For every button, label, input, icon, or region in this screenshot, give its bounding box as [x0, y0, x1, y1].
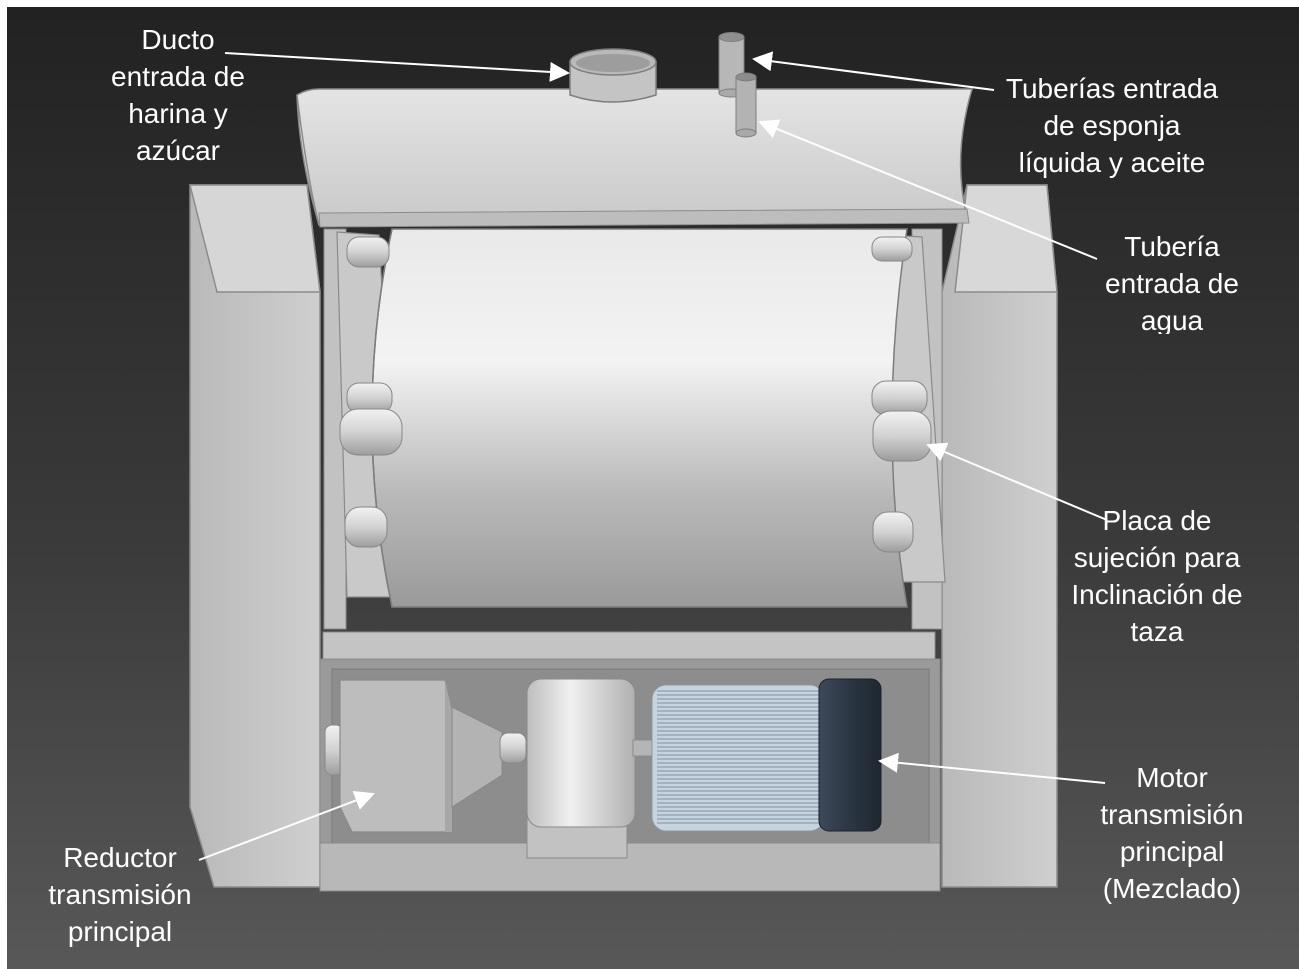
leader-tilt-plate: [926, 442, 1108, 521]
leader-sponge-oil: [752, 51, 995, 91]
flour-duct: [569, 48, 657, 103]
label-main-reducer: Reductor transmisión principal: [48, 842, 192, 947]
diagram-frame: Ducto entrada de harina y azúcar Tubería…: [7, 7, 1299, 969]
label-water-pipe: Tubería entrada de agua: [1105, 231, 1239, 334]
leader-lines: [198, 51, 1108, 861]
left-rollers: [339, 236, 403, 548]
water-pipe: [735, 72, 757, 138]
mixer-lid: [296, 88, 974, 228]
right-frame-post: [941, 184, 1058, 888]
label-tilt-plate: Placa de sujeción para Inclinación de ta…: [1071, 505, 1243, 644]
leader-water: [758, 119, 1098, 260]
leader-motor: [878, 752, 1106, 784]
leader-flour-duct: [224, 52, 570, 82]
label-sponge-oil-pipes: Tuberías entrada de esponja líquida y ac…: [1005, 73, 1219, 178]
label-main-motor: Motor transmisión principal (Mezclado): [1100, 762, 1244, 904]
label-flour-duct: Ducto entrada de harina y azúcar: [111, 24, 245, 166]
left-frame-post: [189, 184, 321, 888]
mixing-drum: [371, 228, 908, 608]
right-rollers: [871, 236, 932, 553]
coupler: [526, 678, 656, 859]
mixer-machine-illustration: [189, 32, 1108, 892]
leader-reducer: [198, 791, 375, 861]
motor: [651, 678, 882, 832]
